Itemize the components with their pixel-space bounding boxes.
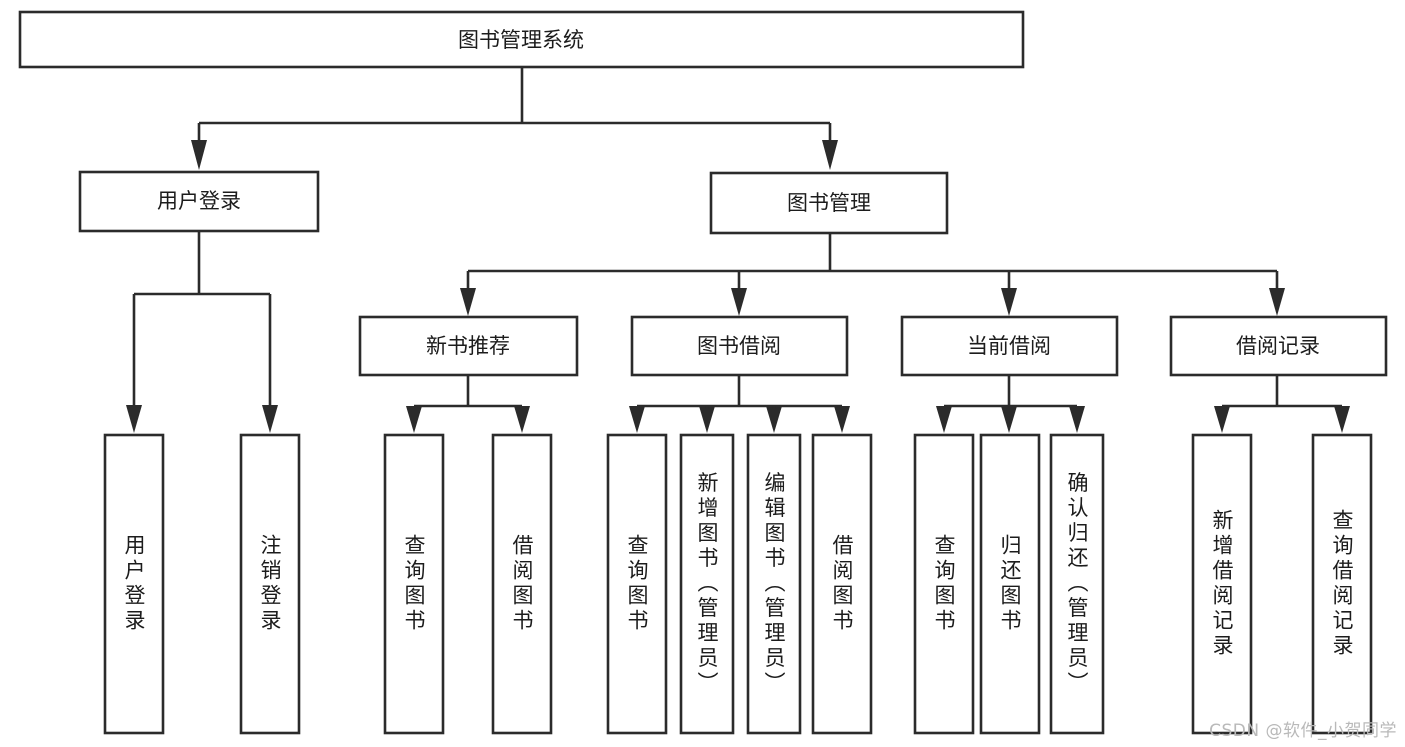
arrowhead-borrow-record xyxy=(1269,288,1285,316)
node-leaf-query-book-1-label: 查询图书 xyxy=(402,534,426,634)
node-leaf-logout-label: 注销登录 xyxy=(258,534,282,634)
node-leaf-return-book-label: 归还图书 xyxy=(998,534,1022,634)
node-leaf-confirm-return[interactable]: 确认归还（管理员） xyxy=(1049,433,1105,735)
node-leaf-add-record-label: 新增借阅记录 xyxy=(1210,509,1234,659)
node-new-book-rec-label: 新书推荐 xyxy=(426,334,510,358)
node-book-borrow[interactable]: 图书借阅 xyxy=(630,315,849,377)
node-leaf-user-login-box[interactable] xyxy=(103,433,165,735)
node-leaf-borrow-book-1[interactable]: 借阅图书 xyxy=(491,433,553,735)
arrowhead-leaf-add-record xyxy=(1214,406,1230,433)
connector-group xyxy=(126,67,1350,433)
node-current-borrow[interactable]: 当前借阅 xyxy=(900,315,1119,377)
node-new-book-rec-box[interactable] xyxy=(358,315,579,377)
arrowhead-leaf-confirm-return xyxy=(1069,406,1085,433)
arrowhead-leaf-add-book xyxy=(699,406,715,433)
node-leaf-query-record[interactable]: 查询借阅记录 xyxy=(1311,433,1373,735)
node-leaf-confirm-return-label: 确认归还（管理员） xyxy=(1065,472,1089,697)
node-leaf-query-book-1[interactable]: 查询图书 xyxy=(383,433,445,735)
arrowhead-leaf-query-book-3 xyxy=(936,406,952,433)
node-leaf-query-book-1-box[interactable] xyxy=(383,433,445,735)
node-user-login[interactable]: 用户登录 xyxy=(78,170,320,233)
node-book-manage-box[interactable] xyxy=(709,171,949,235)
node-leaf-query-book-2[interactable]: 查询图书 xyxy=(606,433,668,735)
node-book-manage-label: 图书管理 xyxy=(787,191,871,215)
node-leaf-add-record[interactable]: 新增借阅记录 xyxy=(1191,433,1253,735)
node-book-manage[interactable]: 图书管理 xyxy=(709,171,949,235)
arrowhead-leaf-return-book xyxy=(1001,406,1017,433)
node-leaf-logout-box[interactable] xyxy=(239,433,301,735)
node-leaf-add-book[interactable]: 新增图书（管理员） xyxy=(679,433,735,735)
arrowhead-leaf-user-login xyxy=(126,405,142,433)
node-root-box[interactable] xyxy=(18,10,1025,69)
node-leaf-return-book-box[interactable] xyxy=(979,433,1041,735)
arrowhead-leaf-query-book-1 xyxy=(406,406,422,433)
node-leaf-query-book-2-label: 查询图书 xyxy=(625,534,649,634)
node-leaf-borrow-book-2-box[interactable] xyxy=(811,433,873,735)
node-borrow-record-box[interactable] xyxy=(1169,315,1388,377)
arrowhead-leaf-edit-book xyxy=(766,406,782,433)
node-root-label: 图书管理系统 xyxy=(458,28,584,52)
arrowhead-leaf-borrow-book-1 xyxy=(514,406,530,433)
node-leaf-query-book-3[interactable]: 查询图书 xyxy=(913,433,975,735)
node-root[interactable]: 图书管理系统 xyxy=(18,10,1025,69)
csdn-watermark: CSDN @软件_小贺同学 xyxy=(1209,721,1397,741)
node-new-book-rec[interactable]: 新书推荐 xyxy=(358,315,579,377)
node-leaf-add-book-label: 新增图书（管理员） xyxy=(695,472,719,697)
node-user-login-box[interactable] xyxy=(78,170,320,233)
node-leaf-return-book[interactable]: 归还图书 xyxy=(979,433,1041,735)
node-leaf-query-book-2-box[interactable] xyxy=(606,433,668,735)
node-leaf-confirm-return-box[interactable] xyxy=(1049,433,1105,735)
node-leaf-edit-book-box[interactable] xyxy=(746,433,802,735)
arrowhead-book-borrow xyxy=(731,288,747,316)
node-leaf-edit-book-label: 编辑图书（管理员） xyxy=(762,472,786,697)
node-leaf-query-book-3-label: 查询图书 xyxy=(932,534,956,634)
node-leaf-add-record-box[interactable] xyxy=(1191,433,1253,735)
node-borrow-record-label: 借阅记录 xyxy=(1236,334,1320,358)
node-user-login-label: 用户登录 xyxy=(157,189,241,213)
node-leaf-query-record-label: 查询借阅记录 xyxy=(1330,509,1354,659)
arrowhead-book-manage xyxy=(822,140,838,170)
node-leaf-user-login[interactable]: 用户登录 xyxy=(103,433,165,735)
node-leaf-edit-book[interactable]: 编辑图书（管理员） xyxy=(746,433,802,735)
arrowhead-leaf-logout xyxy=(262,405,278,433)
node-leaf-query-book-3-box[interactable] xyxy=(913,433,975,735)
node-leaf-borrow-book-1-label: 借阅图书 xyxy=(510,534,534,634)
node-borrow-record[interactable]: 借阅记录 xyxy=(1169,315,1388,377)
node-leaf-borrow-book-2[interactable]: 借阅图书 xyxy=(811,433,873,735)
node-book-borrow-label: 图书借阅 xyxy=(697,334,781,358)
node-leaf-borrow-book-1-box[interactable] xyxy=(491,433,553,735)
node-leaf-logout[interactable]: 注销登录 xyxy=(239,433,301,735)
node-leaf-add-book-box[interactable] xyxy=(679,433,735,735)
node-book-borrow-box[interactable] xyxy=(630,315,849,377)
arrowhead-current-borrow xyxy=(1001,288,1017,316)
node-leaf-borrow-book-2-label: 借阅图书 xyxy=(830,534,854,634)
arrowhead-leaf-borrow-book-2 xyxy=(834,406,850,433)
arrowhead-user-login xyxy=(191,140,207,170)
arrowhead-new-book-rec xyxy=(460,288,476,316)
arrowhead-leaf-query-record xyxy=(1334,406,1350,433)
node-current-borrow-box[interactable] xyxy=(900,315,1119,377)
node-current-borrow-label: 当前借阅 xyxy=(967,334,1051,358)
arrowhead-leaf-query-book-2 xyxy=(629,406,645,433)
node-leaf-query-record-box[interactable] xyxy=(1311,433,1373,735)
node-leaf-user-login-label: 用户登录 xyxy=(122,534,146,634)
